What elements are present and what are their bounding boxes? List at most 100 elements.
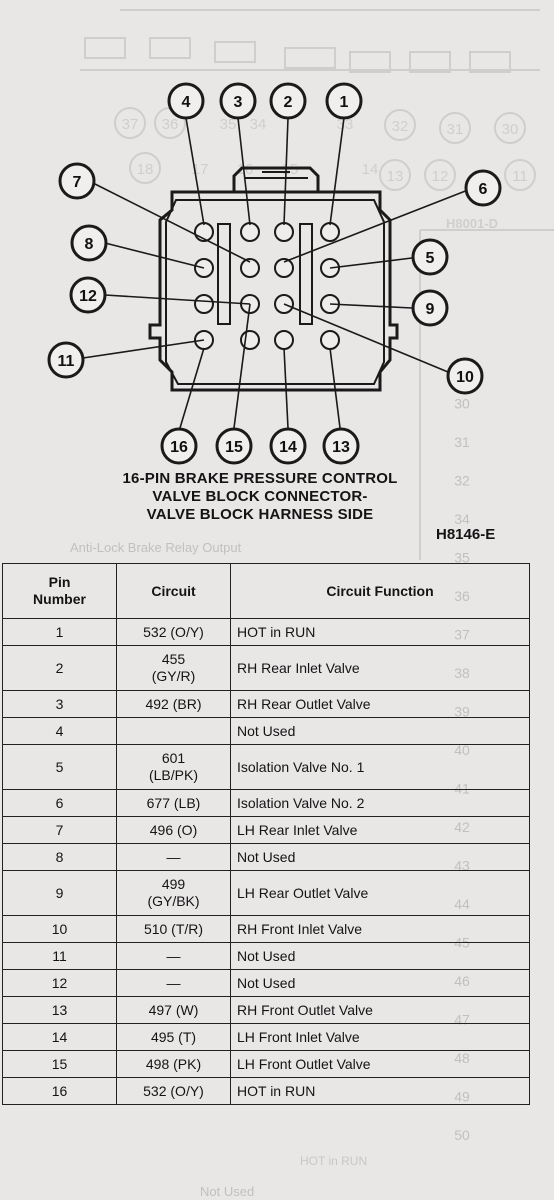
cell-circuit-function: Isolation Valve No. 2 <box>230 789 530 817</box>
cell-pin-number: 15 <box>2 1050 117 1078</box>
table-row: 11—Not Used <box>2 942 530 970</box>
callout-2: 2 <box>284 94 293 111</box>
cell-circuit: — <box>116 942 231 970</box>
cell-pin-number: 16 <box>2 1077 117 1105</box>
callout-15: 15 <box>225 439 243 456</box>
cell-circuit: 532 (O/Y) <box>116 1077 231 1105</box>
pin-cavities <box>194 222 340 350</box>
cell-circuit-function: RH Front Inlet Valve <box>230 915 530 943</box>
cell-circuit: 492 (BR) <box>116 690 231 718</box>
ghost-number: 34 <box>250 116 267 133</box>
caption-line-1: 16-PIN BRAKE PRESSURE CONTROL <box>122 470 398 487</box>
cell-circuit: 496 (O) <box>116 816 231 844</box>
ghost-row-number: 50 <box>454 1127 470 1143</box>
callout-16: 16 <box>170 439 188 456</box>
table-row: 12—Not Used <box>2 969 530 997</box>
callout-14: 14 <box>279 439 297 456</box>
cell-circuit: 601 (LB/PK) <box>116 744 231 790</box>
cell-circuit-function: HOT in RUN <box>230 618 530 646</box>
connector-body <box>148 166 399 392</box>
ghost-number: 30 <box>502 121 519 138</box>
ghost-number: 33 <box>337 116 354 133</box>
cell-circuit-function: Not Used <box>230 843 530 871</box>
ghost-number: 12 <box>432 168 449 185</box>
cell-circuit: 499 (GY/BK) <box>116 870 231 916</box>
cell-circuit-function: Not Used <box>230 969 530 997</box>
callout-1: 1 <box>340 94 349 111</box>
cell-pin-number: 2 <box>2 645 117 691</box>
pin-callout-labels: 1 2 3 4 6 7 5 8 9 12 10 11 13 14 15 16 <box>58 94 488 456</box>
ghost-number: 18 <box>137 161 154 178</box>
ghost-number: 14 <box>362 161 379 178</box>
cell-circuit-function: RH Rear Outlet Valve <box>230 690 530 718</box>
callout-7: 7 <box>73 174 82 191</box>
ghost-number: 13 <box>387 168 404 185</box>
caption-line-2: VALVE BLOCK CONNECTOR- <box>152 488 368 505</box>
table-header-row: Pin Number Circuit Circuit Function <box>2 563 530 619</box>
figure-id: H8146-E <box>436 526 496 543</box>
cell-pin-number: 13 <box>2 996 117 1024</box>
cell-circuit-function: HOT in RUN <box>230 1077 530 1105</box>
cell-circuit: 497 (W) <box>116 996 231 1024</box>
ghost-number: 31 <box>447 121 464 138</box>
cell-pin-number: 3 <box>2 690 117 718</box>
header-circuit-function: Circuit Function <box>230 563 530 619</box>
cell-circuit: 510 (T/R) <box>116 915 231 943</box>
cell-pin-number: 7 <box>2 816 117 844</box>
cell-circuit-function: Not Used <box>230 717 530 745</box>
cell-circuit-function: RH Rear Inlet Valve <box>230 645 530 691</box>
ghost-label: H8001-D <box>446 216 498 231</box>
callout-3: 3 <box>234 94 243 111</box>
callout-6: 6 <box>479 181 488 198</box>
cell-circuit-function: LH Front Outlet Valve <box>230 1050 530 1078</box>
connector-caption: 16-PIN BRAKE PRESSURE CONTROL VALVE BLOC… <box>40 470 480 524</box>
cell-pin-number: 10 <box>2 915 117 943</box>
header-circuit: Circuit <box>116 563 231 619</box>
cell-pin-number: 11 <box>2 942 117 970</box>
cell-circuit: 495 (T) <box>116 1023 231 1051</box>
cell-circuit-function: LH Rear Inlet Valve <box>230 816 530 844</box>
background-bleed-through <box>80 9 554 560</box>
cell-pin-number: 14 <box>2 1023 117 1051</box>
callout-8: 8 <box>85 236 94 253</box>
callout-11: 11 <box>58 353 75 370</box>
cell-circuit: — <box>116 843 231 871</box>
ghost-number: 36 <box>162 116 179 133</box>
cell-circuit-function: Not Used <box>230 942 530 970</box>
cell-circuit <box>116 717 231 745</box>
cell-circuit-function: Isolation Valve No. 1 <box>230 744 530 790</box>
ghost-number: 32 <box>392 118 409 135</box>
cell-pin-number: 6 <box>2 789 117 817</box>
header-pin-number: Pin Number <box>2 563 117 619</box>
cell-pin-number: 5 <box>2 744 117 790</box>
table-row: 8—Not Used <box>2 843 530 871</box>
cell-pin-number: 12 <box>2 969 117 997</box>
ghost-number: 11 <box>512 168 528 185</box>
ghost-number: 35 <box>220 116 237 133</box>
callout-4: 4 <box>182 94 191 111</box>
cell-pin-number: 1 <box>2 618 117 646</box>
caption-line-3: VALVE BLOCK HARNESS SIDE <box>146 506 374 523</box>
cell-circuit-function: RH Front Outlet Valve <box>230 996 530 1024</box>
ghost-row-label: HOT in RUN <box>300 1154 367 1168</box>
callout-5: 5 <box>426 250 435 267</box>
callout-12: 12 <box>79 288 97 305</box>
cell-circuit: 455 (GY/R) <box>116 645 231 691</box>
pin-callouts <box>47 82 502 465</box>
ghost-number: 37 <box>122 116 139 133</box>
cell-pin-number: 8 <box>2 843 117 871</box>
